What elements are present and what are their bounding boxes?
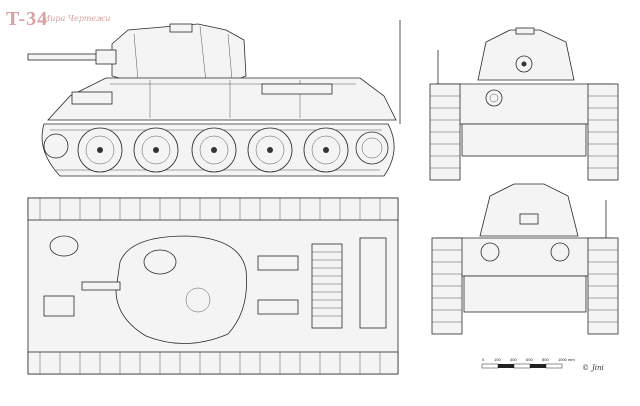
rear-hull xyxy=(437,237,613,277)
copyright-mark: © xyxy=(582,364,589,372)
side-gun-mantlet xyxy=(95,49,117,65)
top-track-links-lower xyxy=(39,352,381,374)
top-rear-plate xyxy=(359,237,387,329)
side-hatch xyxy=(169,23,193,33)
scale-tick-5: 1000 mm xyxy=(558,357,575,362)
rear-lower-hull xyxy=(463,275,587,313)
rear-exhaust-right xyxy=(550,242,570,262)
side-view xyxy=(27,20,401,177)
top-deck-plate-2 xyxy=(257,299,299,315)
side-stowage-box xyxy=(261,83,333,95)
side-turret xyxy=(111,23,247,85)
top-turret xyxy=(115,235,247,344)
drawing-title: T-34 xyxy=(6,8,49,30)
scale-tick-3: 600 xyxy=(526,357,533,362)
scale-tick-2: 400 xyxy=(510,357,517,362)
side-hull-panels xyxy=(110,80,356,118)
top-track-upper xyxy=(27,197,399,221)
drive-sprocket xyxy=(355,131,389,165)
front-hull-port xyxy=(485,89,503,107)
front-turret xyxy=(477,29,575,81)
scale-tick-0: 0 xyxy=(482,357,485,362)
top-track-links-upper xyxy=(39,198,381,220)
top-periscope xyxy=(185,287,211,313)
rear-exhaust-left xyxy=(480,242,500,262)
side-fuel-tank xyxy=(71,91,113,105)
author-signature: Jini xyxy=(590,364,604,372)
front-cupola xyxy=(515,27,535,35)
top-gun-barrel xyxy=(81,281,121,291)
top-track-lower xyxy=(27,351,399,375)
rear-turret-hatch xyxy=(519,213,539,225)
side-road-wheels xyxy=(43,127,389,173)
front-lower-hull xyxy=(461,123,587,157)
top-engine-grille xyxy=(311,243,343,329)
idler-wheel xyxy=(43,133,69,159)
front-view xyxy=(429,27,619,181)
signature: © Jini xyxy=(582,364,604,372)
top-grille-slats xyxy=(312,251,342,317)
side-turret-details xyxy=(133,25,233,83)
top-driver-hatch xyxy=(49,235,79,257)
top-deck-plate xyxy=(257,255,299,271)
scale-tick-4: 800 xyxy=(542,357,549,362)
scale-bar: 0 100 400 600 800 1000 mm xyxy=(481,357,575,369)
rear-track-links xyxy=(432,249,618,323)
front-track-links xyxy=(430,95,618,169)
front-hull xyxy=(435,83,613,125)
top-glacis-detail xyxy=(43,295,75,317)
rear-turret xyxy=(479,183,579,237)
rear-view xyxy=(431,183,619,335)
scale-tick-1: 100 xyxy=(494,357,501,362)
drawing-subtitle: Мира Чертежи xyxy=(42,14,111,23)
top-turret-hatch xyxy=(143,249,177,275)
top-view xyxy=(27,197,399,375)
